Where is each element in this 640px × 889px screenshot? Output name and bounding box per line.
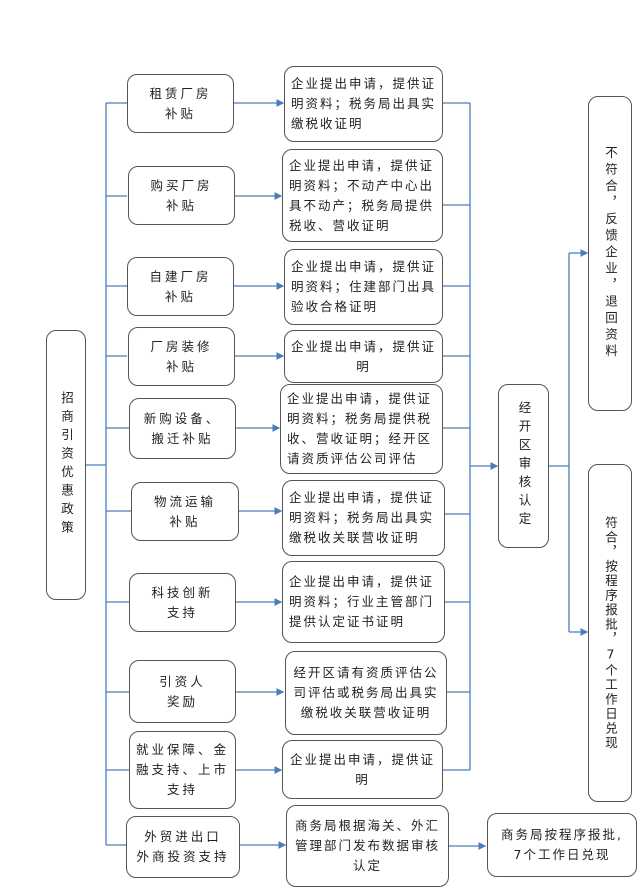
policy-box-tech-innovation: 科技创新支持 [129, 573, 236, 632]
requirement-box-tech-innovation: 企业提出申请，提供证明资料；行业主管部门提供认定证书证明 [282, 561, 445, 643]
policy-box-logistics: 物流运输补贴 [131, 482, 239, 541]
policy-box-referrer-reward: 引资人奖励 [129, 660, 236, 723]
root-policy-box: 招商引资优惠政策 [46, 330, 86, 600]
requirement-box-equipment: 企业提出申请，提供证明资料；税务局提供税收、营收证明；经开区请资质评估公司评估 [280, 384, 443, 474]
requirement-box-renovation: 企业提出申请，提供证明 [284, 330, 443, 383]
requirement-box-self-build: 企业提出申请，提供证明资料；住建部门出具验收合格证明 [284, 249, 443, 325]
requirement-box-foreign-trade: 商务局根据海关、外汇管理部门发布数据审核认定 [286, 805, 449, 887]
outcome-approve-box: 符合，按程序报批，7个工作日兑现 [588, 464, 632, 802]
policy-box-equipment: 新购设备、搬迁补贴 [129, 398, 236, 459]
review-box: 经开区审核认定 [498, 384, 549, 548]
policy-box-buy-factory: 购买厂房补贴 [128, 166, 235, 225]
requirement-box-rent-factory: 企业提出申请，提供证明资料；税务局出具实缴税收证明 [284, 66, 443, 142]
policy-box-renovation: 厂房装修补贴 [128, 327, 235, 386]
outcome-reject-box: 不符合，反馈企业，退回资料 [588, 96, 632, 411]
policy-box-rent-factory: 租赁厂房补贴 [127, 74, 234, 133]
requirement-box-buy-factory: 企业提出申请，提供证明资料；不动产中心出具不动产；税务局提供税收、营收证明 [282, 149, 443, 242]
requirement-box-referrer-reward: 经开区请有资质评估公司评估或税务局出具实缴税收关联营收证明 [285, 651, 447, 735]
policy-box-self-build: 自建厂房补贴 [127, 257, 234, 316]
policy-box-foreign-trade: 外贸进出口外商投资支持 [126, 816, 240, 878]
trade-outcome-box: 商务局按程序报批,7个工作日兑现 [487, 813, 637, 877]
requirement-box-logistics: 企业提出申请，提供证明资料；税务局出具实缴税收关联营收证明 [282, 480, 445, 556]
requirement-box-employment-finance: 企业提出申请，提供证明 [282, 740, 443, 799]
policy-box-employment-finance: 就业保障、金融支持、上市支持 [129, 731, 236, 809]
